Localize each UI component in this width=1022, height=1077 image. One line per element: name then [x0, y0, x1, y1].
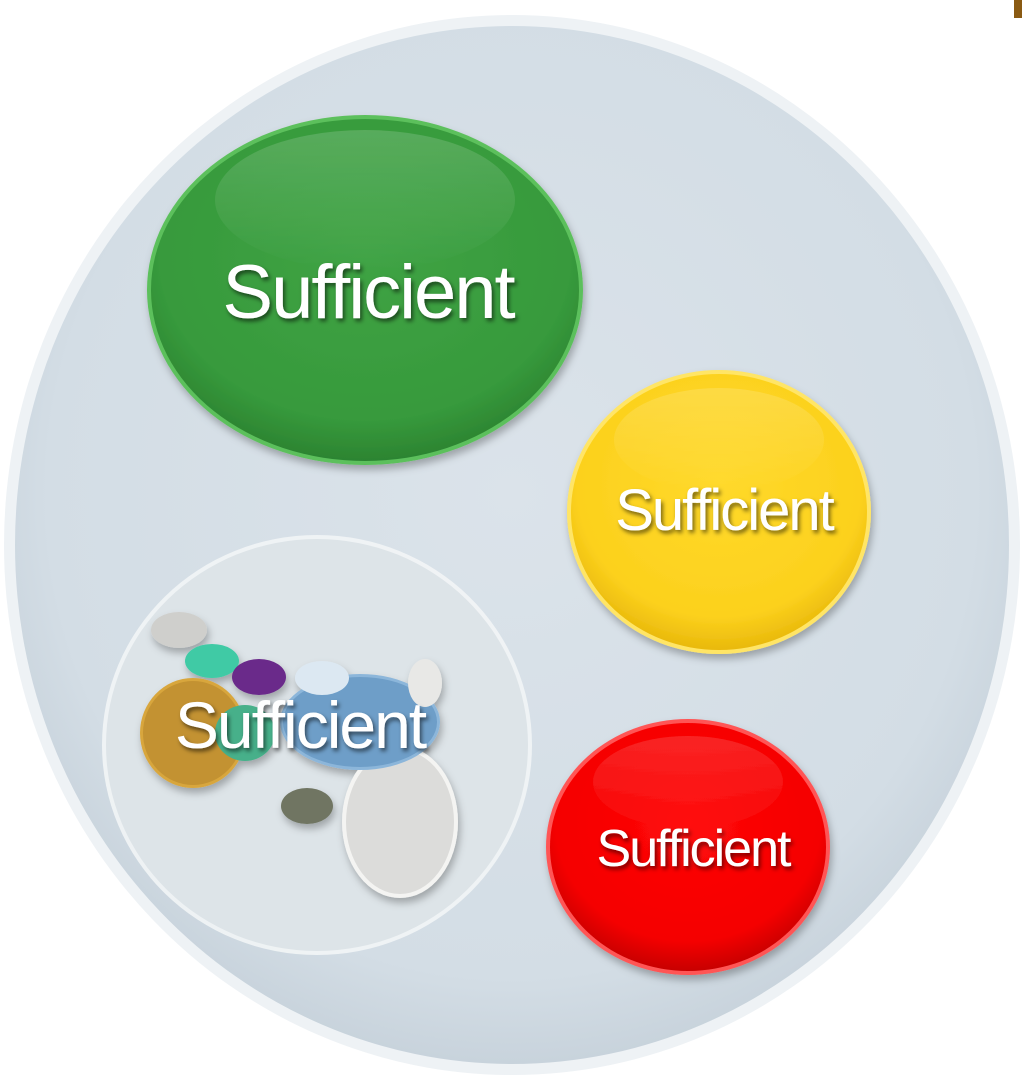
pebble-purple	[232, 659, 286, 695]
pebble-teal	[185, 644, 239, 678]
pebble-small-white	[408, 659, 442, 707]
green-ellipse-label: Sufficient	[222, 250, 515, 335]
cluster-label: Sufficient	[175, 688, 427, 762]
red-ellipse-label: Sufficient	[597, 820, 793, 878]
pebble-teal-small	[215, 705, 275, 761]
cluster-pebbles	[140, 612, 458, 898]
corner-mark	[1014, 0, 1022, 18]
pebble-olive	[281, 788, 333, 824]
pebble-light-blue	[295, 661, 349, 695]
red-ellipse	[546, 719, 830, 975]
pebble-silver	[151, 612, 207, 648]
green-ellipse	[147, 115, 583, 465]
yellow-ellipse-label: Sufficient	[615, 478, 834, 543]
yellow-ellipse	[567, 370, 871, 654]
